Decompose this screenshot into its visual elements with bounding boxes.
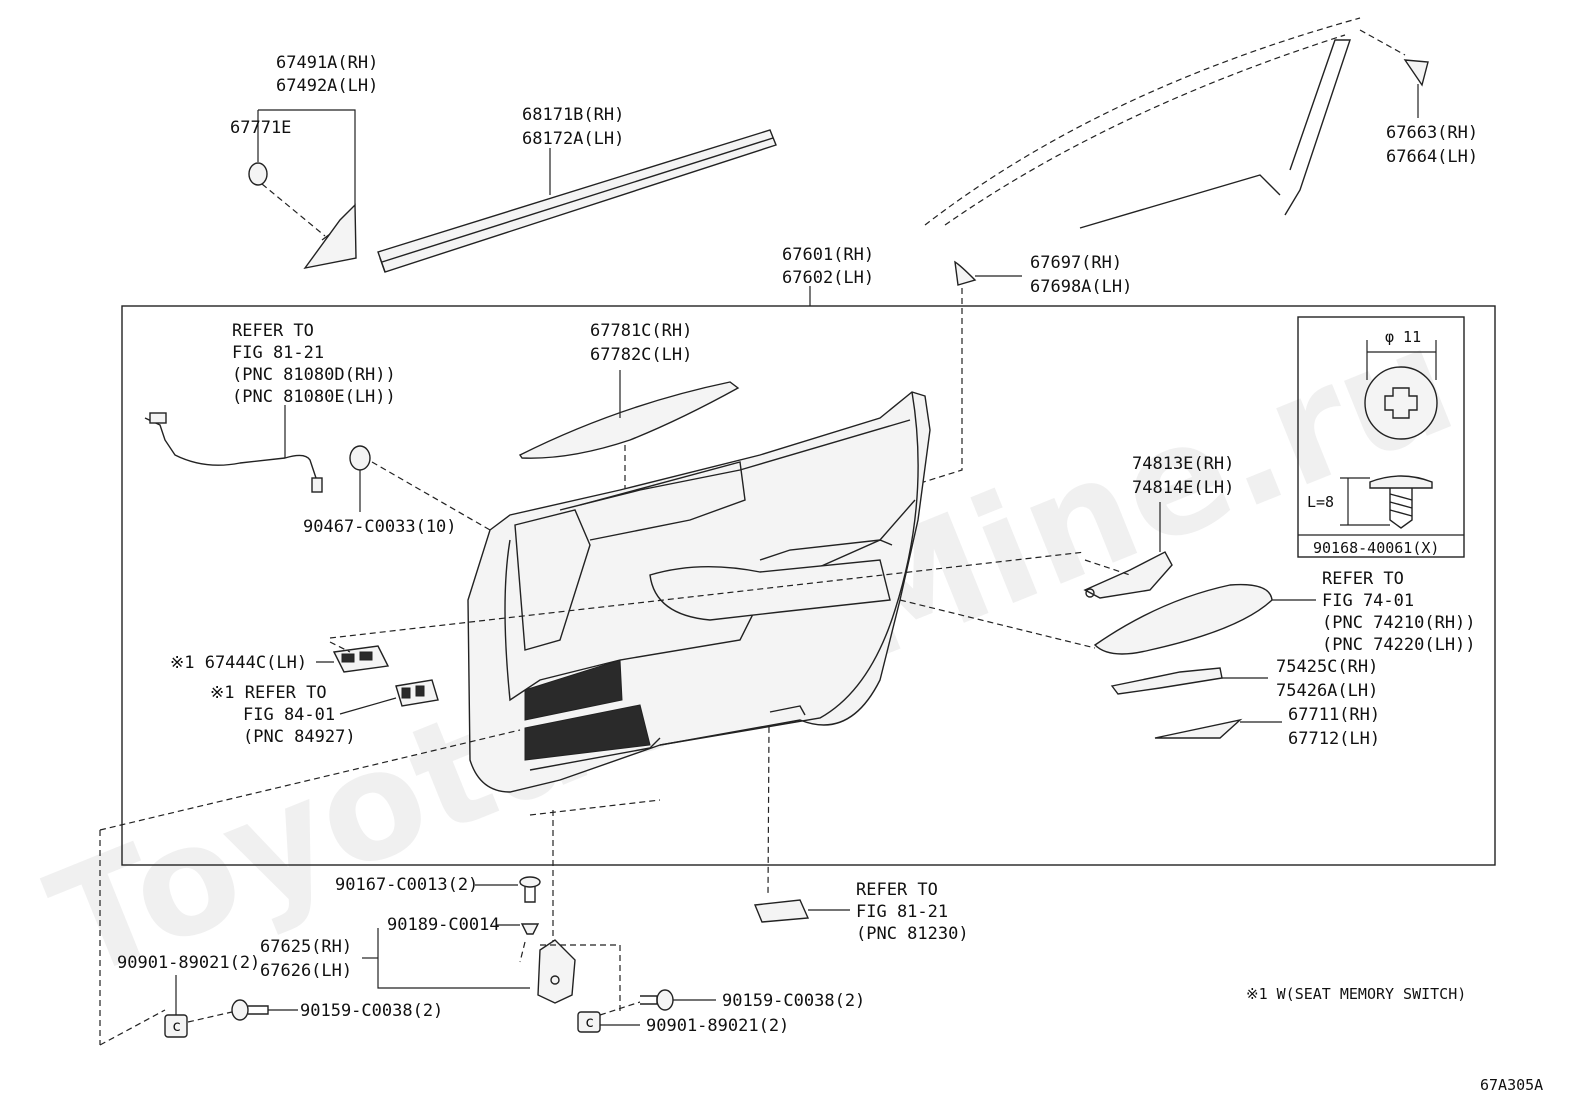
part-67444-switch	[316, 641, 390, 673]
label-67771e: 67771E	[230, 118, 291, 138]
part-67697-cover	[954, 260, 1022, 286]
label-67782c: 67782C(LH)	[590, 345, 692, 365]
svg-text:c: c	[172, 1017, 181, 1035]
label-ref-8401-line3: (PNC 84927)	[243, 727, 356, 747]
dash-switch-line	[329, 551, 1086, 639]
label-90159-left: 90159-C0038(2)	[300, 1001, 443, 1021]
screw-90167	[475, 876, 541, 903]
label-ref-8121a-line3: (PNC 81080D(RH))	[232, 365, 396, 385]
label-90467: 90467-C0033(10)	[303, 517, 457, 537]
svg-text:c: c	[585, 1013, 594, 1031]
label-67626: 67626(LH)	[260, 961, 352, 981]
door-trim-assembly-frame	[121, 305, 1496, 866]
label-ref-8121b-line3: (PNC 81230)	[856, 924, 969, 944]
label-67601: 67601(RH)	[782, 245, 874, 265]
part-67781-upper-trim	[518, 370, 740, 495]
clip-90467	[349, 445, 491, 531]
label-67781c: 67781C(RH)	[590, 321, 692, 341]
label-67712: 67712(LH)	[1288, 729, 1380, 749]
bolt-90159-right	[640, 989, 716, 1011]
label-90189: 90189-C0014	[387, 915, 500, 935]
label-68172a: 68172A(LH)	[522, 129, 624, 149]
label-67663: 67663(RH)	[1386, 123, 1478, 143]
label-74814e: 74814E(LH)	[1132, 478, 1234, 498]
dash-bracket-top	[529, 799, 661, 816]
dash-left-bottom	[99, 1009, 166, 1046]
nut-90901-right: c	[577, 1001, 641, 1033]
clip-90189	[497, 923, 540, 935]
label-67698a: 67698A(LH)	[1030, 277, 1132, 297]
label-67664: 67664(LH)	[1386, 147, 1478, 167]
label-68171b: 68171B(RH)	[522, 105, 624, 125]
part-84927-switch	[339, 679, 439, 715]
label-67625: 67625(RH)	[260, 937, 352, 957]
speaker-grille-lower	[524, 704, 651, 761]
label-ref-7401-line3: (PNC 74210(RH))	[1322, 613, 1476, 633]
label-ref-8121a-line4: (PNC 81080E(LH))	[232, 387, 396, 407]
inset-part-label: 90168-40061(X)	[1313, 539, 1439, 557]
wire-harness	[144, 405, 323, 493]
part-67663-corner-cover	[1403, 59, 1429, 118]
inset-diameter-label: φ 11	[1385, 328, 1421, 346]
label-ref-7401-line4: (PNC 74220(LH))	[1322, 635, 1476, 655]
part-67491-mirror-cover	[303, 203, 357, 270]
label-90159-right: 90159-C0038(2)	[722, 991, 865, 1011]
bolt-90159-left	[187, 999, 298, 1023]
label-ref-8121a-line2: FIG 81-21	[232, 343, 324, 363]
label-ref-8401-line2: FIG 84-01	[243, 705, 335, 725]
leader-67491	[258, 109, 356, 205]
door-outline-right	[659, 391, 919, 746]
inset-length-label: L=8	[1307, 493, 1334, 511]
footnote-seat-memory: ※1 W(SEAT MEMORY SWITCH)	[1246, 985, 1466, 1003]
label-ref-8121a-line1: REFER TO	[232, 321, 314, 341]
part-81230-lamp	[753, 899, 850, 923]
label-67697: 67697(RH)	[1030, 253, 1122, 273]
label-ref-7401-line2: FIG 74-01	[1322, 591, 1414, 611]
label-ref-7401-line1: REFER TO	[1322, 569, 1404, 589]
inset-screw-detail	[1297, 316, 1465, 558]
clip-67771e	[248, 162, 326, 237]
nut-90901-left: c	[164, 975, 188, 1038]
label-ref-8121b-line1: REFER TO	[856, 880, 938, 900]
part-68171-belt-moulding	[377, 129, 777, 273]
label-90901-right: 90901-89021(2)	[646, 1016, 789, 1036]
label-67602: 67602(LH)	[782, 268, 874, 288]
speaker-grille-upper	[524, 659, 623, 721]
label-67711: 67711(RH)	[1288, 705, 1380, 725]
label-75426a: 75426A(LH)	[1276, 681, 1378, 701]
door-window-frame-outline	[924, 17, 1406, 229]
bracket-67625	[519, 939, 621, 1015]
part-armrest-7401	[899, 583, 1316, 655]
label-75425c: 75425C(RH)	[1276, 657, 1378, 677]
part-74813-switch-base	[1083, 502, 1173, 599]
label-90901-left: 90901-89021(2)	[117, 953, 260, 973]
figure-code: 67A305A	[1480, 1076, 1543, 1094]
label-67491a: 67491A(RH)	[276, 53, 378, 73]
label-ref-8121b-line2: FIG 81-21	[856, 902, 948, 922]
label-67444c: ※1 67444C(LH)	[170, 653, 307, 673]
label-90167: 90167-C0013(2)	[335, 875, 478, 895]
part-75425-ornament	[1110, 667, 1268, 695]
dash-left-long	[99, 729, 521, 831]
part-67711-strip	[1154, 718, 1282, 739]
label-67492a: 67492A(LH)	[276, 76, 378, 96]
label-ref-8401-line1: ※1 REFER TO	[210, 683, 327, 703]
leader-67625	[377, 928, 530, 989]
label-74813e: 74813E(RH)	[1132, 454, 1234, 474]
door-trim-panel	[467, 391, 931, 793]
